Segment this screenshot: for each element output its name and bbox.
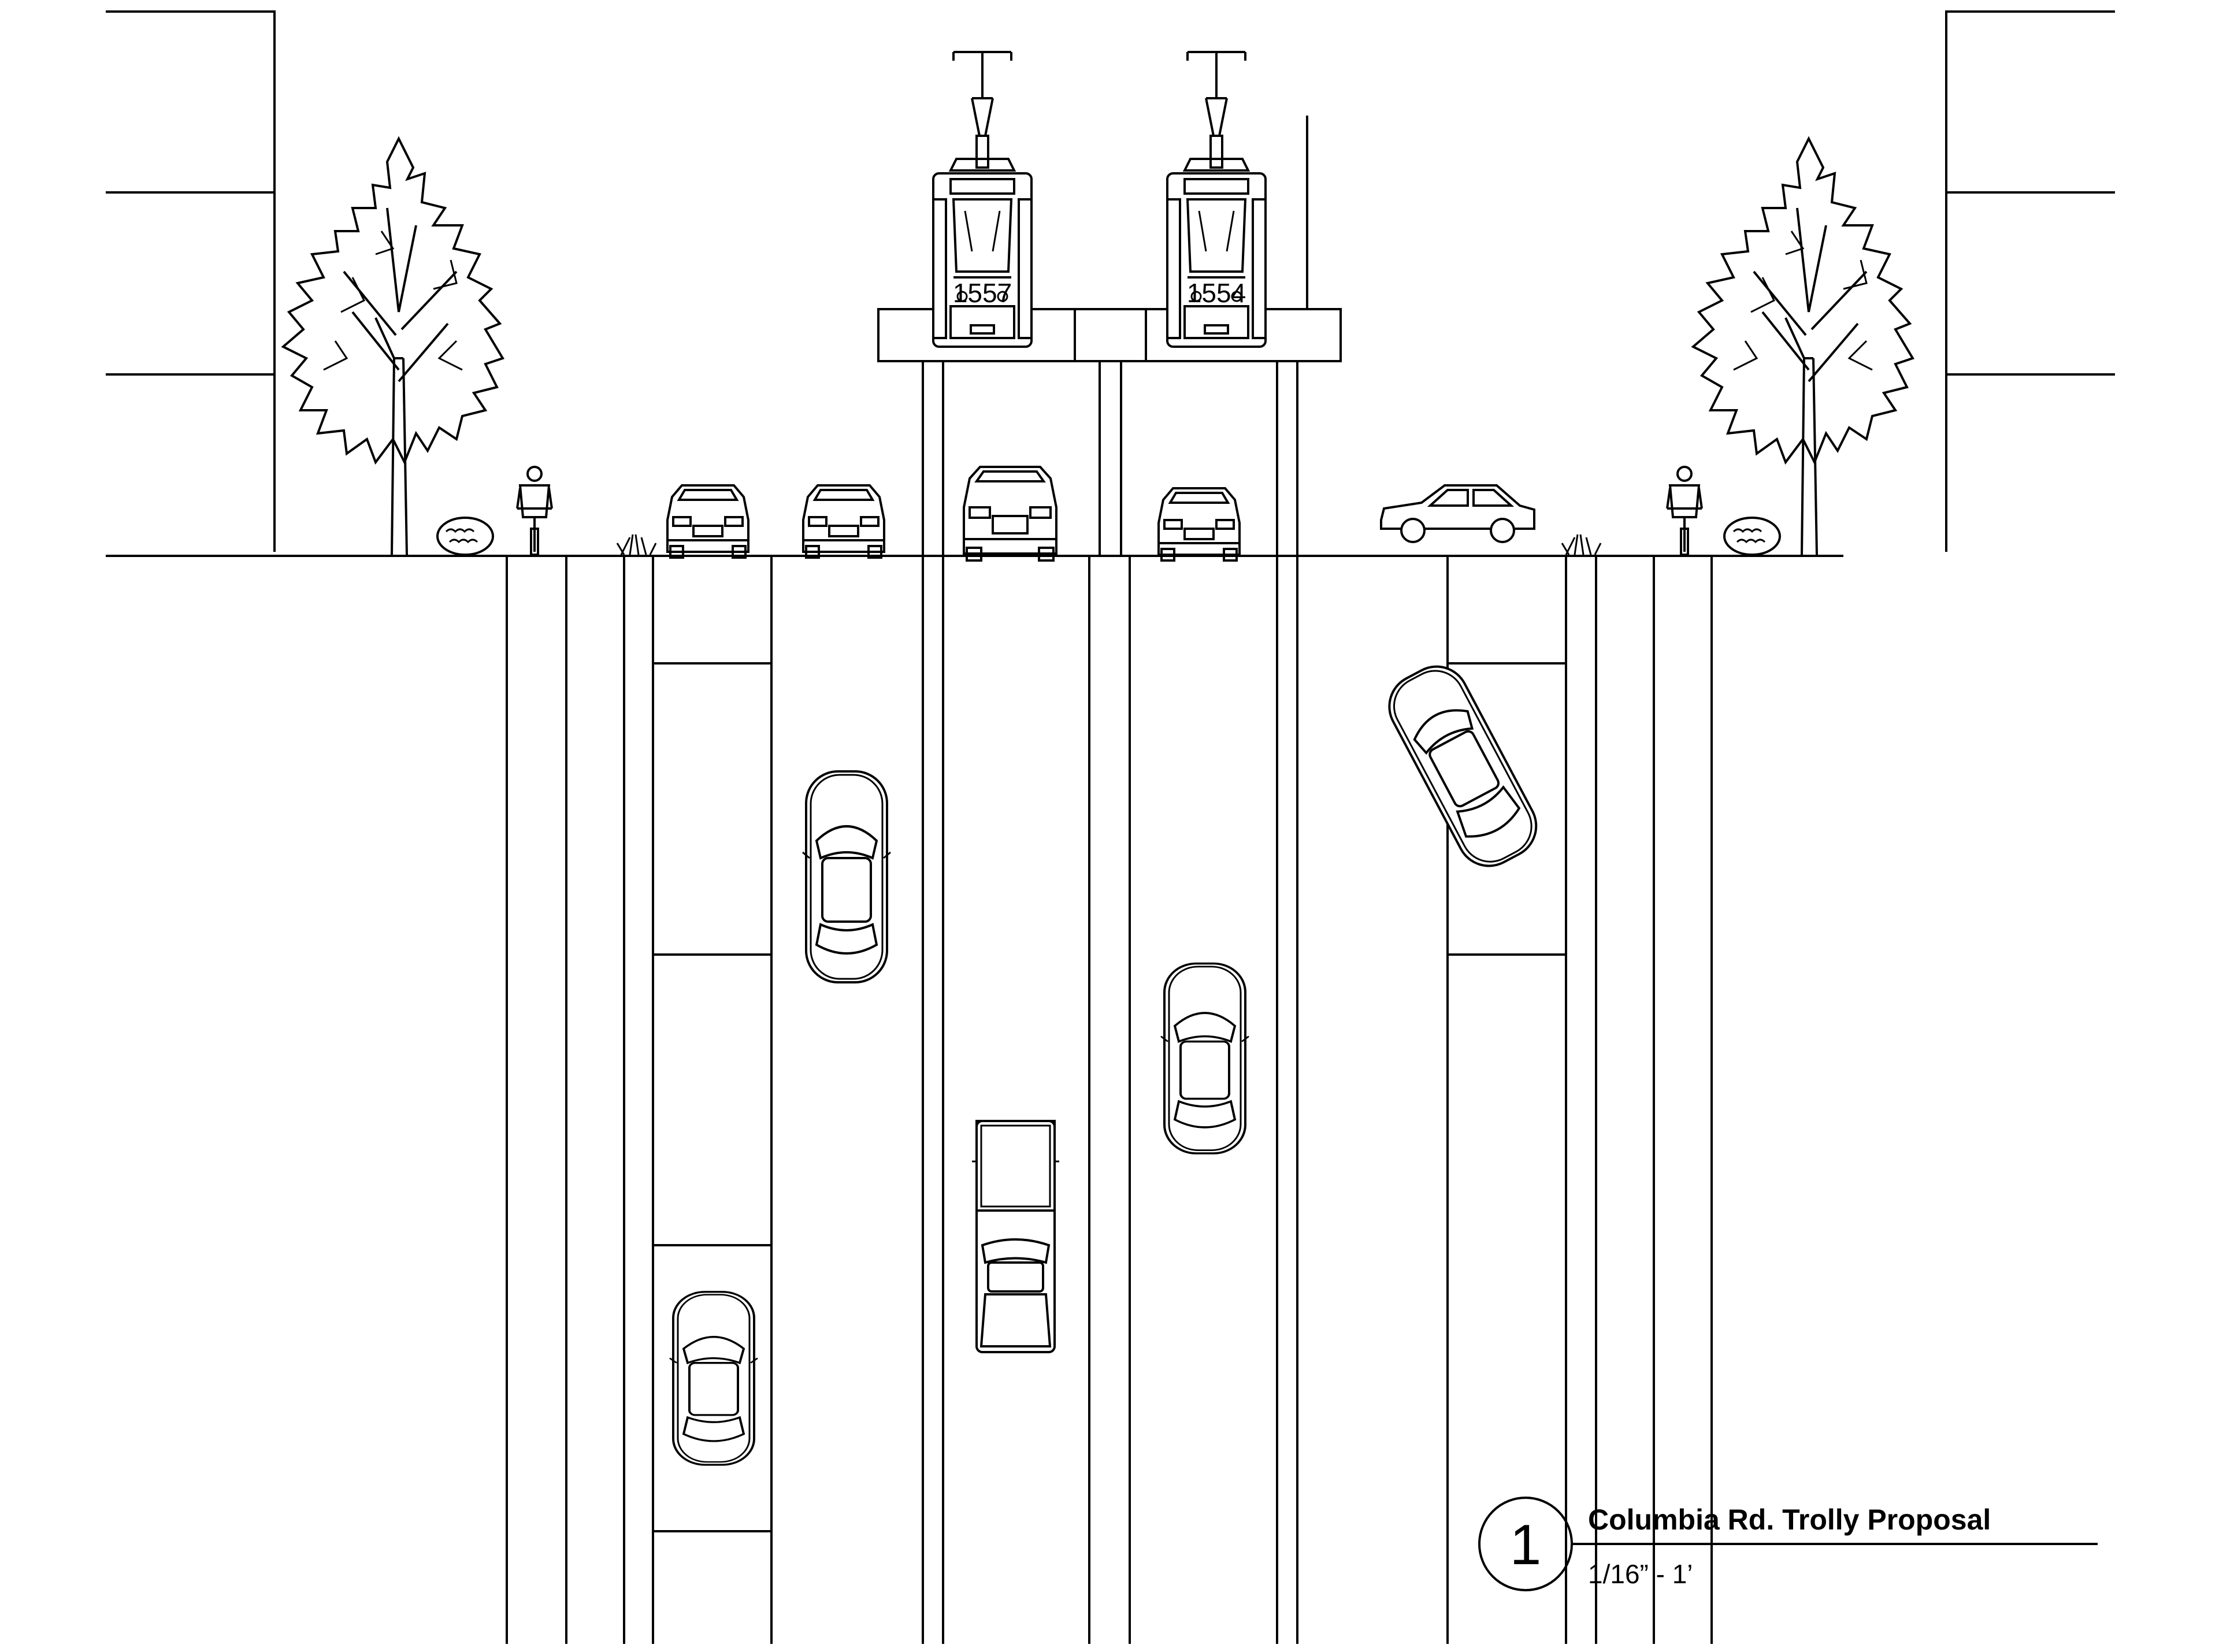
bush-icon xyxy=(1723,517,1781,556)
elevated-platform xyxy=(877,116,1342,556)
car-top-icon xyxy=(1388,665,1538,867)
car-top-icon xyxy=(669,1290,759,1466)
drawing-title: Columbia Rd. Trolly Proposal xyxy=(1588,1503,1991,1536)
car-front-icon xyxy=(1157,487,1241,562)
tree-icon xyxy=(281,136,504,555)
car-front-icon xyxy=(666,484,749,559)
tram-number-left: 1557 xyxy=(953,278,1012,308)
cyclist-icon xyxy=(516,466,553,556)
cyclist-icon xyxy=(1666,466,1703,556)
tree-icon xyxy=(1680,138,1937,556)
drawing-number: 1 xyxy=(1510,1513,1542,1576)
pickup-top-icon xyxy=(972,1120,1059,1353)
car-side-icon xyxy=(1380,484,1535,543)
building-right xyxy=(1945,10,2115,552)
drawing-scale: 1/16” - 1’ xyxy=(1588,1559,1693,1589)
bush-icon xyxy=(436,517,494,556)
car-front-icon xyxy=(963,466,1057,562)
grass-tuft-icon xyxy=(1561,534,1602,555)
tram-number-right: 1554 xyxy=(1187,278,1246,308)
title-block: 1 Columbia Rd. Trolly Proposal 1/16” - 1… xyxy=(1478,1497,2098,1591)
grass-tuft-icon xyxy=(616,534,657,555)
car-top-icon xyxy=(802,770,891,983)
lane-lines xyxy=(506,556,1713,1644)
car-top-icon xyxy=(1160,962,1250,1154)
trolley-icon xyxy=(932,51,1033,348)
car-front-icon xyxy=(802,484,885,559)
building-left xyxy=(106,10,276,552)
